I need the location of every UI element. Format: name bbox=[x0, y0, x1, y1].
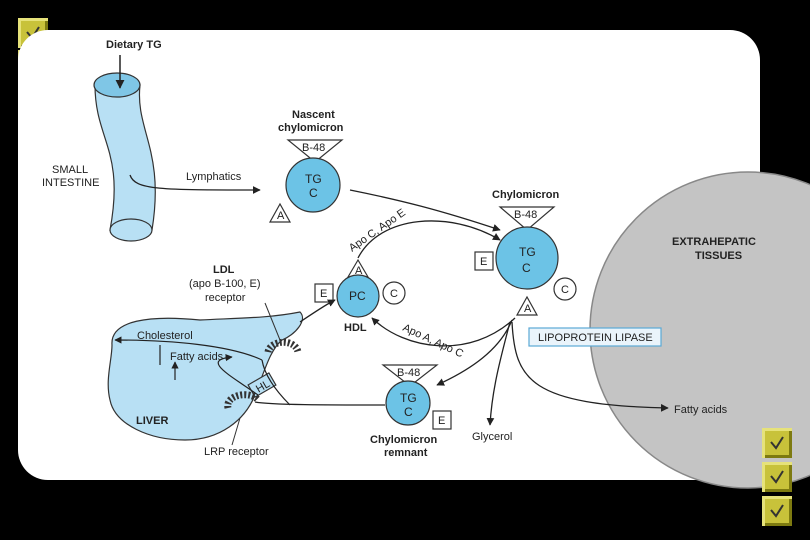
small-intestine bbox=[93, 72, 156, 242]
apo-b48-triangle-mature bbox=[498, 206, 556, 231]
c-circle-label-mature: C bbox=[561, 284, 569, 296]
lrp-receptor-pointer bbox=[231, 417, 241, 446]
tg-label: TG bbox=[305, 172, 322, 186]
checkmark-icon bbox=[762, 462, 792, 492]
liver-uptake-curve bbox=[261, 359, 291, 406]
b48-label-mature: B-48 bbox=[514, 209, 537, 221]
glycerol-label: Glycerol bbox=[472, 431, 512, 443]
checkmark-icon bbox=[762, 496, 792, 526]
remnant-label-2: remnant bbox=[384, 447, 428, 459]
hdl-to-liver-arrow bbox=[299, 299, 336, 323]
dietary-tg-label: Dietary TG bbox=[106, 39, 162, 51]
cholesterol-arrow bbox=[114, 336, 263, 361]
liver bbox=[107, 311, 303, 441]
tg-label-mature: TG bbox=[519, 245, 536, 259]
lymphatics-label: Lymphatics bbox=[186, 171, 242, 183]
lipoprotein-lipase-label: LIPOPROTEIN LIPASE bbox=[538, 332, 653, 344]
cholesterol-label: Cholesterol bbox=[137, 330, 193, 342]
nascent-chylomicron-particle bbox=[285, 157, 341, 213]
apo-e-square bbox=[474, 251, 494, 271]
extrahepatic-label: EXTRAHEPATIC bbox=[672, 236, 756, 248]
fatty-acids-out-label: Fatty acids bbox=[674, 404, 728, 416]
a-label: A bbox=[277, 210, 285, 222]
remnant-label: Chylomicron bbox=[370, 434, 438, 446]
small-intestine-label-2: INTESTINE bbox=[42, 177, 99, 189]
ldl-receptor-pointer bbox=[264, 302, 281, 341]
lrp-receptor-label: LRP receptor bbox=[204, 446, 269, 458]
checkmark-icon bbox=[762, 428, 792, 458]
e-label-hdl: E bbox=[320, 288, 327, 300]
apo-a-c-return-arrow bbox=[371, 317, 516, 347]
ldl-label-3: receptor bbox=[205, 292, 246, 304]
extrahepatic-label-2: TISSUES bbox=[695, 250, 742, 262]
apo-a-triangle-mature bbox=[515, 295, 539, 316]
fatty-acids-label: Fatty acids bbox=[170, 351, 224, 363]
b48-label: B-48 bbox=[302, 142, 325, 154]
hdl-particle bbox=[336, 274, 380, 318]
apo-c-e-label: Apo C, Apo E bbox=[347, 207, 408, 255]
apo-b48-triangle bbox=[286, 139, 344, 163]
lipoprotein-lipase-box bbox=[528, 327, 662, 347]
apo-c-circle-hdl bbox=[382, 281, 406, 305]
c-circle-label-hdl: C bbox=[390, 288, 398, 300]
a-label-hdl: A bbox=[355, 265, 363, 277]
ldl-label-2: (apo B-100, E) bbox=[189, 278, 261, 290]
nascent-label: Nascent bbox=[292, 109, 335, 121]
lymphatics-arrow bbox=[129, 174, 261, 194]
apo-c-circle bbox=[553, 277, 577, 301]
remnant-to-liver-line bbox=[254, 401, 386, 406]
to-glycerol-arrow bbox=[486, 321, 511, 426]
apo-a-triangle bbox=[268, 202, 292, 223]
c-label-mature: C bbox=[522, 261, 531, 275]
chylomicron-label: Chylomicron bbox=[492, 189, 560, 201]
fatty-acids-arrow bbox=[217, 354, 259, 396]
apo-b48-triangle-remnant bbox=[381, 364, 439, 387]
liver-label: LIVER bbox=[136, 415, 168, 427]
c-label: C bbox=[309, 186, 318, 200]
tg-label-remnant: TG bbox=[400, 391, 417, 405]
c-label-remnant: C bbox=[404, 405, 413, 419]
chylomicron-remnant-particle bbox=[385, 380, 431, 426]
apo-e-square-remnant bbox=[432, 410, 452, 430]
e-label-remnant: E bbox=[438, 415, 445, 427]
apo-c-e-transfer-arrow bbox=[357, 220, 501, 259]
small-intestine-label: SMALL bbox=[52, 164, 88, 176]
to-fatty-acids-arrow bbox=[511, 321, 669, 412]
hdl-label: HDL bbox=[344, 322, 367, 334]
ldl-label: LDL bbox=[213, 264, 235, 276]
chylomicron-particle bbox=[495, 226, 559, 290]
pc-label: PC bbox=[349, 289, 366, 303]
a-label-mature: A bbox=[524, 303, 532, 315]
nascent-label-2: chylomicron bbox=[278, 122, 344, 134]
e-label-mature: E bbox=[480, 256, 487, 268]
b48-label-remnant: B-48 bbox=[397, 367, 420, 379]
apo-e-square-hdl bbox=[314, 283, 334, 303]
maturation-arrow bbox=[349, 189, 501, 232]
